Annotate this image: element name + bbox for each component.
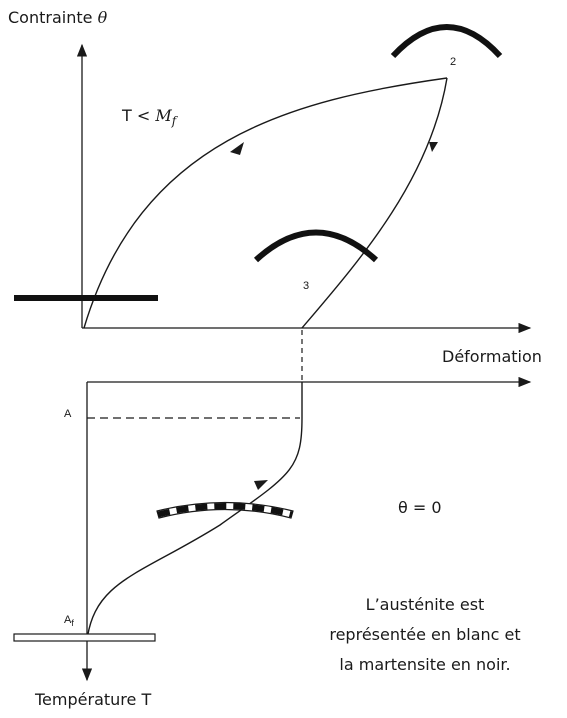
unloading-curve bbox=[302, 78, 447, 328]
martensite-arc-2 bbox=[393, 27, 500, 56]
point-a-label: A bbox=[64, 408, 71, 420]
loading-arrow-icon bbox=[230, 142, 244, 155]
point-3-label: 3 bbox=[303, 280, 309, 292]
austenite-flat-bar bbox=[14, 634, 155, 641]
stress-axis-label: Contrainte θ bbox=[8, 8, 107, 27]
theta-zero-label: θ = 0 bbox=[398, 498, 442, 517]
strain-axis-label: Déformation bbox=[442, 347, 542, 366]
martensite-arc-3 bbox=[256, 233, 376, 261]
recovery-arrow-icon bbox=[254, 480, 268, 490]
legend-note: L’austénite est représentée en blanc et … bbox=[300, 590, 550, 680]
point-2-label: 2 bbox=[450, 56, 456, 68]
temperature-condition: T < Mf bbox=[122, 106, 176, 128]
legend-note-line: représentée en blanc et bbox=[300, 620, 550, 650]
legend-note-line: L’austénite est bbox=[300, 590, 550, 620]
temperature-axis-label: Température T bbox=[35, 690, 151, 709]
legend-note-line: la martensite en noir. bbox=[300, 650, 550, 680]
point-af-label: Af bbox=[64, 614, 74, 628]
unloading-arrow-icon bbox=[429, 142, 438, 152]
